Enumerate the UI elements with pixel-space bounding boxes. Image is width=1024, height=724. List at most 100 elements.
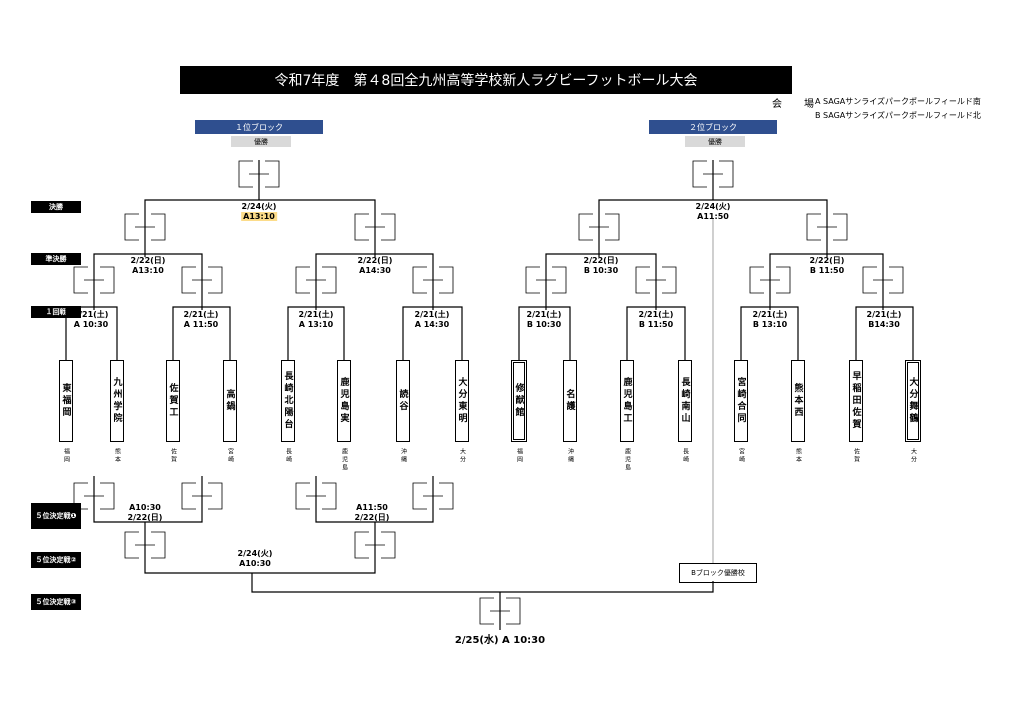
match-time: B 13:10 [752,320,788,329]
team-prefecture: 長崎 [284,448,292,464]
score-mark [124,531,166,559]
match-date: 2/24(火) [695,202,731,211]
match-date: 2/21(土) [414,310,450,319]
score-mark [578,213,620,241]
match-r1-5: 2/21(土)B 10:30 [527,310,562,330]
match-time: A 14:30 [414,320,450,329]
score-mark [354,213,396,241]
score-mark [479,597,521,625]
match-time: A 11:50 [183,320,219,329]
score-mark [692,160,734,188]
match-date: 2/21(土) [866,310,902,319]
team-prefecture: 鹿児島 [340,448,348,472]
block2-header: ２位ブロック [649,120,777,134]
team-prefecture: 佐賀 [169,448,177,464]
team-prefecture: 大分 [458,448,466,464]
match-b2-semi-left: 2/22(日) B 10:30 [584,256,619,276]
match-b1-semi-right: 2/22(日) A14:30 [358,256,393,276]
match-date: 2/21(土) [638,310,674,319]
match-date: 2/21(土) [73,310,109,319]
team-prefecture: 熊本 [794,448,802,464]
match-date: 2/22(日) [127,513,163,522]
match-date: 2/22(日) [357,256,393,265]
round-label-semi: 準決勝 [31,253,81,265]
score-mark [238,160,280,188]
match-date: 2/22(日) [583,256,619,265]
match-r1-3: 2/21(土)A 13:10 [299,310,334,330]
match-r1-8: 2/21(土)B14:30 [867,310,902,330]
team-name: 大分東明 [455,360,469,442]
score-mark [862,266,904,294]
match-date: 2/21(土) [298,310,334,319]
block2-champion-label: 優勝 [685,136,745,147]
match-date: 2/21(土) [752,310,788,319]
team-prefecture: 宮崎 [226,448,234,464]
round-label-final: 決勝 [31,201,81,213]
team-name: 高鍋 [223,360,237,442]
match-date: 2/22(日) [130,256,166,265]
match-time: A10:30 [129,503,161,512]
match-time: A10:30 [239,559,271,568]
match-b2-final: 2/24(火) A11:50 [696,202,731,222]
score-mark [73,266,115,294]
round-label-fifth3: ５位決定戦③ [31,594,81,610]
block1-header: １位ブロック [195,120,323,134]
team-name: 鹿児島工 [620,360,634,442]
score-mark [295,266,337,294]
score-mark [525,266,567,294]
team-prefecture: 沖縄 [566,448,574,464]
score-mark [412,482,454,510]
team-prefecture: 福岡 [515,448,523,464]
team-prefecture: 大分 [909,448,917,464]
match-time: A 13:10 [298,320,334,329]
round-label-fifth1: ５位決定戦❶ [31,503,81,529]
team-name: 東福岡 [59,360,73,442]
score-mark [354,531,396,559]
score-mark [412,266,454,294]
team-prefecture: 沖縄 [399,448,407,464]
team-prefecture: 鹿児島 [623,448,631,472]
venue-label: 会 場 [772,99,820,110]
match-time: A11:50 [697,212,729,221]
team-name: 九州学院 [110,360,124,442]
score-mark [181,266,223,294]
match-b2-semi-right: 2/22(日) B 11:50 [810,256,845,276]
match-time: B 11:50 [809,266,845,275]
team-name: 佐賀工 [166,360,180,442]
team-name: 鹿児島実 [337,360,351,442]
score-mark [295,482,337,510]
venue-b: B SAGAサンライズパークポールフィールド北 [815,111,981,120]
score-mark [124,213,166,241]
match-date: 2/21(土) [183,310,219,319]
match-b1-semi-left: 2/22(日) A13:10 [131,256,166,276]
score-mark [749,266,791,294]
match-time: A13:10 [132,266,164,275]
team-name: 早稲田佐賀 [849,360,863,442]
match-fifth1-right: A11:50 2/22(日) [355,503,390,523]
match-time: B14:30 [868,320,900,329]
team-prefecture: 佐賀 [852,448,860,464]
score-mark [181,482,223,510]
team-prefecture: 長崎 [681,448,689,464]
score-mark [73,482,115,510]
match-r1-4: 2/21(土)A 14:30 [415,310,450,330]
match-date: 2/24(火) [241,202,277,211]
team-name: 宮崎合同 [734,360,748,442]
b-block-winner-box: Bブロック優勝校 [679,563,757,583]
match-date: 2/22(日) [354,513,390,522]
match-time: A14:30 [359,266,391,275]
match-time: B 11:50 [638,320,674,329]
team-name: 修猷館 [511,360,527,442]
match-r1-1: 2/21(土)A 10:30 [74,310,109,330]
match-fifth1-left: A10:30 2/22(日) [128,503,163,523]
match-time: A11:50 [356,503,388,512]
team-name: 熊本西 [791,360,805,442]
match-b1-final: 2/24(火) A13:10 [241,202,277,222]
venue-a: A SAGAサンライズパークポールフィールド南 [815,97,981,106]
team-name: 長崎南山 [678,360,692,442]
round-label-fifth2: ５位決定戦② [31,552,81,568]
team-name: 読谷 [396,360,410,442]
team-prefecture: 福岡 [62,448,70,464]
score-mark [806,213,848,241]
